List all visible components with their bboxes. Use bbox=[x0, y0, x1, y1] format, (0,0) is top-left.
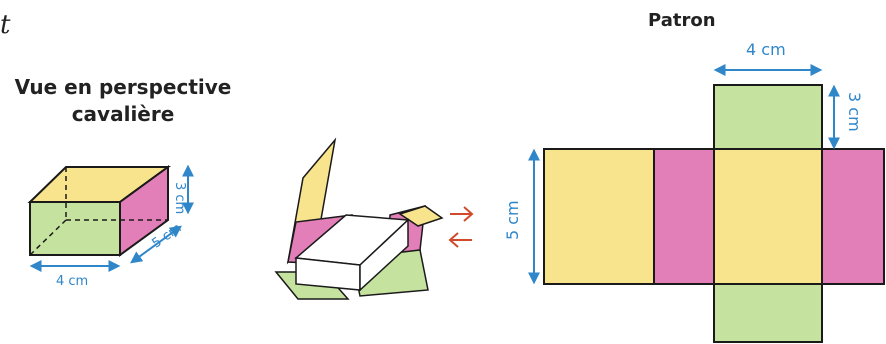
box-hidden-edges bbox=[29, 167, 168, 256]
fold-right-yellow-flap bbox=[398, 205, 444, 227]
patron-title: Patron bbox=[648, 10, 716, 31]
exchange-arrows bbox=[448, 206, 474, 248]
net-patron bbox=[543, 84, 885, 343]
net-dim-label-top: 4 cm bbox=[746, 40, 786, 59]
net-face-yellow-center bbox=[713, 148, 823, 285]
net-dim-label-right: 3 cm bbox=[845, 92, 864, 132]
net-face-pink-left bbox=[653, 148, 715, 285]
dim-label-width: 4 cm bbox=[56, 274, 89, 289]
dim-label-height: 3 cm bbox=[172, 182, 187, 215]
box-front-face bbox=[29, 201, 121, 256]
net-face-pink-right bbox=[821, 148, 885, 285]
fold-inner-box-side bbox=[359, 218, 409, 292]
perspective-box bbox=[27, 164, 194, 272]
arrow-right-icon bbox=[450, 206, 474, 222]
net-dim-label-left: 5 cm bbox=[503, 200, 522, 240]
cropped-text-fragment: t bbox=[0, 10, 11, 40]
arrow-left-icon bbox=[448, 232, 472, 248]
perspective-title: Vue en perspective cavalière bbox=[14, 75, 232, 126]
net-face-top bbox=[713, 84, 823, 150]
dim-arrow-depth bbox=[130, 225, 182, 264]
net-face-bottom bbox=[713, 283, 823, 343]
folding-box-illustration bbox=[274, 137, 444, 300]
net-face-yellow-left bbox=[543, 148, 655, 285]
